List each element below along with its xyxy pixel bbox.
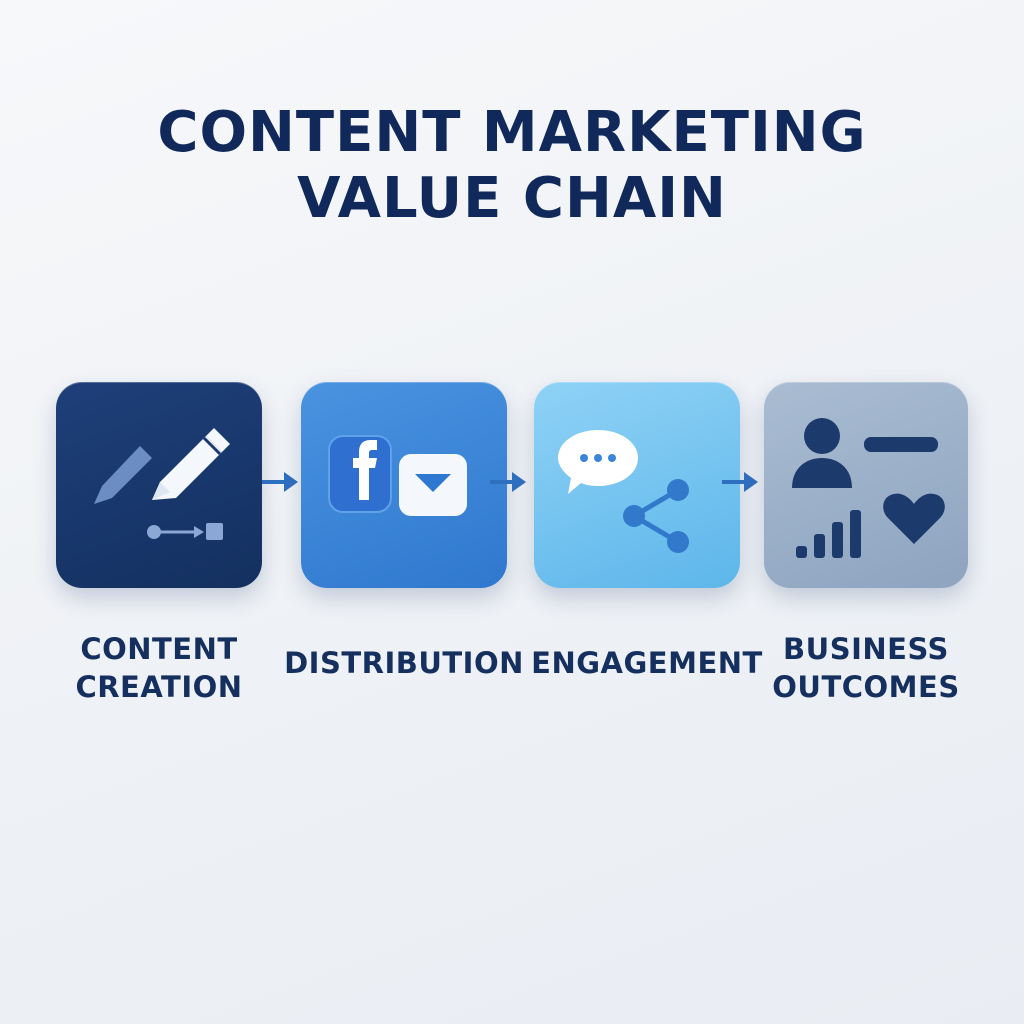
- step-card-business-outcomes: [764, 382, 968, 588]
- step-label-line: BUSINESS: [783, 632, 949, 666]
- facebook-email-icon: [328, 435, 467, 516]
- title-line-1: CONTENT MARKETING: [157, 100, 867, 165]
- step-label-line: CREATION: [75, 670, 243, 704]
- arrow-right-icon: [722, 472, 758, 492]
- step-card-distribution: [301, 382, 507, 588]
- step-label-content-creation: CONTENT CREATION: [56, 630, 262, 706]
- title-line-2: VALUE CHAIN: [297, 166, 727, 231]
- step-label-distribution: DISTRIBUTION: [276, 644, 532, 682]
- step-label-line: ENGAGEMENT: [531, 646, 763, 680]
- arrow-right-icon: [490, 472, 526, 492]
- step-label-line: CONTENT: [80, 632, 238, 666]
- step-label-line: DISTRIBUTION: [284, 646, 524, 680]
- diagram-title: CONTENT MARKETING VALUE CHAIN: [0, 100, 1024, 232]
- chat-share-icon: [558, 430, 689, 553]
- step-label-line: OUTCOMES: [772, 670, 960, 704]
- analytics-icon: [792, 418, 945, 558]
- pencil-icon: [94, 428, 230, 540]
- step-label-business-outcomes: BUSINESS OUTCOMES: [760, 630, 972, 706]
- step-card-engagement: [534, 382, 740, 588]
- arrow-right-icon: [262, 472, 298, 492]
- step-label-engagement: ENGAGEMENT: [530, 644, 764, 682]
- step-card-content-creation: [56, 382, 262, 588]
